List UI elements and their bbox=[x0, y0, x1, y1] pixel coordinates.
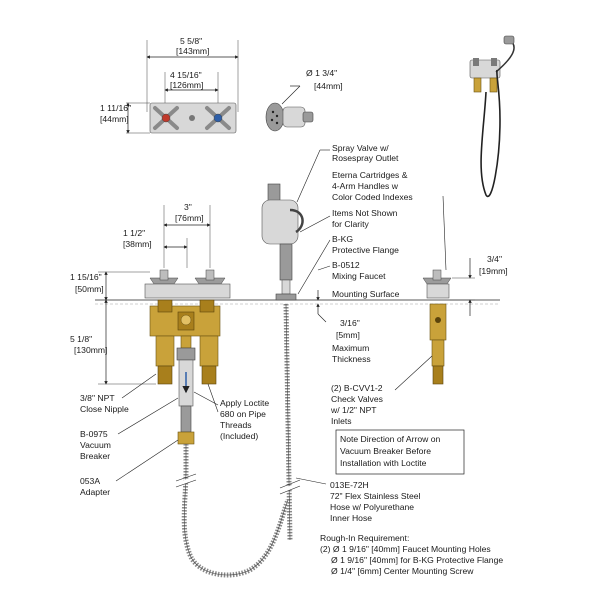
callout-mixing-faucet: B-0512 Mixing Faucet bbox=[317, 260, 386, 281]
svg-text:Mixing Faucet: Mixing Faucet bbox=[332, 271, 386, 281]
svg-text:Hose w/ Polyurethane: Hose w/ Polyurethane bbox=[330, 502, 414, 512]
height-label: 1 11/16" bbox=[100, 103, 131, 113]
callout-flex-hose: 013E-72H 72" Flex Stainless Steel Hose w… bbox=[295, 477, 421, 523]
flex-hose bbox=[181, 444, 291, 578]
svg-text:013E-72H: 013E-72H bbox=[330, 480, 369, 490]
svg-text:680 on Pipe: 680 on Pipe bbox=[220, 409, 266, 419]
half-center-mm-label: [38mm] bbox=[123, 239, 152, 249]
rosespray-dia-label: Ø 1 3/4" bbox=[306, 68, 337, 78]
centers-mm-label: [76mm] bbox=[175, 213, 204, 223]
svg-text:w/ 1/2" NPT: w/ 1/2" NPT bbox=[330, 405, 377, 415]
body-height-label: 5 1/8" bbox=[70, 334, 92, 344]
thickness-label: 3/16" bbox=[340, 318, 360, 328]
overall-width-mm-label: [143mm] bbox=[176, 46, 209, 56]
svg-text:B-0512: B-0512 bbox=[332, 260, 360, 270]
right-handle-label: 3/4" bbox=[487, 254, 502, 264]
svg-text:Apply Loctite: Apply Loctite bbox=[220, 398, 269, 408]
callout-close-nipple: 3/8" NPT Close Nipple bbox=[80, 373, 157, 414]
svg-text:4-Arm Handles w: 4-Arm Handles w bbox=[332, 181, 399, 191]
callout-items-not-shown: Items Not Shown for Clarity bbox=[299, 208, 398, 233]
callout-adapter: 053A Adapter bbox=[80, 439, 179, 497]
svg-text:053A: 053A bbox=[80, 476, 100, 486]
height-mm-label: [44mm] bbox=[100, 114, 129, 124]
svg-text:Rosespray Outlet: Rosespray Outlet bbox=[332, 153, 399, 163]
thickness-text-1: Maximum bbox=[332, 343, 369, 353]
thickness-text-2: Thickness bbox=[332, 354, 371, 364]
callout-spray-valve: Spray Valve w/ Rosespray Outlet bbox=[296, 143, 399, 203]
svg-text:Spray Valve w/: Spray Valve w/ bbox=[332, 143, 389, 153]
centers-label: 3" bbox=[184, 202, 192, 212]
svg-text:for Clarity: for Clarity bbox=[332, 219, 369, 229]
mounting-surface-label: Mounting Surface bbox=[332, 289, 400, 299]
rosespray-dia-mm-label: [44mm] bbox=[314, 81, 343, 91]
svg-text:3/8" NPT: 3/8" NPT bbox=[80, 393, 115, 403]
overall-width-label: 5 5/8" bbox=[180, 36, 202, 46]
handle-height-mm-label: [50mm] bbox=[75, 284, 104, 294]
rosespray-outlet-view: Ø 1 3/4" [44mm] bbox=[265, 68, 343, 132]
body-height-mm-label: [130mm] bbox=[74, 345, 107, 355]
installation-note-box: Note Direction of Arrow on Vacuum Breake… bbox=[335, 429, 465, 475]
rough-in-line-3: Ø 1/4" [6mm] Center Mounting Screw bbox=[331, 566, 474, 576]
spray-valve bbox=[261, 183, 304, 541]
svg-text:Breaker: Breaker bbox=[80, 451, 110, 461]
half-center-label: 1 1/2" bbox=[123, 228, 145, 238]
svg-text:72" Flex Stainless Steel: 72" Flex Stainless Steel bbox=[330, 491, 421, 501]
mixing-faucet-body bbox=[144, 269, 231, 385]
vacuum-breaker-assembly bbox=[176, 335, 196, 445]
svg-text:B-0975: B-0975 bbox=[80, 429, 108, 439]
single-valve-detail bbox=[422, 269, 452, 385]
svg-text:Installation with Loctite: Installation with Loctite bbox=[340, 458, 427, 468]
svg-text:Vacuum Breaker Before: Vacuum Breaker Before bbox=[340, 446, 431, 456]
rough-in-requirements: Rough-In Requirement: (2) Ø 1 9/16" [40m… bbox=[320, 533, 503, 576]
cold-handle-top bbox=[205, 106, 231, 130]
svg-text:Check Valves: Check Valves bbox=[331, 394, 383, 404]
protective-flange bbox=[275, 293, 297, 301]
svg-text:Inlets: Inlets bbox=[331, 416, 352, 426]
center-width-mm-label: [126mm] bbox=[170, 80, 203, 90]
callout-vacuum-breaker: B-0975 Vacuum Breaker bbox=[80, 397, 179, 461]
svg-text:Adapter: Adapter bbox=[80, 487, 110, 497]
rough-in-title: Rough-In Requirement: bbox=[320, 533, 409, 543]
top-view: 5 5/8" [143mm] 4 15/16" [126mm] 1 11/16"… bbox=[100, 36, 239, 134]
hot-handle-top bbox=[153, 106, 179, 130]
product-thumbnail bbox=[469, 35, 515, 198]
svg-text:Threads: Threads bbox=[220, 420, 252, 430]
callout-eterna-cartridges: Eterna Cartridges & 4-Arm Handles w Colo… bbox=[332, 170, 447, 271]
callout-protective-flange: B-KG Protective Flange bbox=[297, 234, 399, 295]
callout-check-valves: (2) B-CVV1-2 Check Valves w/ 1/2" NPT In… bbox=[330, 355, 433, 426]
rough-in-line-1: (2) Ø 1 9/16" [40mm] Faucet Mounting Hol… bbox=[320, 544, 491, 554]
rosespray-face bbox=[265, 102, 285, 132]
svg-text:(Included): (Included) bbox=[220, 431, 258, 441]
svg-text:Inner Hose: Inner Hose bbox=[330, 513, 372, 523]
svg-text:Items Not Shown: Items Not Shown bbox=[332, 208, 398, 218]
thickness-mm-label: [5mm] bbox=[336, 330, 360, 340]
svg-text:Close Nipple: Close Nipple bbox=[80, 404, 129, 414]
svg-text:(2) B-CVV1-2: (2) B-CVV1-2 bbox=[331, 383, 383, 393]
callout-loctite: Apply Loctite 680 on Pipe Threads (Inclu… bbox=[193, 383, 269, 441]
handle-height-label: 1 15/16" bbox=[70, 272, 102, 282]
svg-text:Protective Flange: Protective Flange bbox=[332, 245, 399, 255]
center-width-label: 4 15/16" bbox=[170, 70, 202, 80]
svg-text:Note Direction of Arrow on: Note Direction of Arrow on bbox=[340, 434, 441, 444]
right-handle-mm-label: [19mm] bbox=[479, 266, 508, 276]
svg-text:B-KG: B-KG bbox=[332, 234, 353, 244]
svg-text:Vacuum: Vacuum bbox=[80, 440, 111, 450]
svg-text:Eterna Cartridges &: Eterna Cartridges & bbox=[332, 170, 408, 180]
rough-in-line-2: Ø 1 9/16" [40mm] for B-KG Protective Fla… bbox=[331, 555, 503, 565]
svg-text:Color Coded Indexes: Color Coded Indexes bbox=[332, 192, 413, 202]
